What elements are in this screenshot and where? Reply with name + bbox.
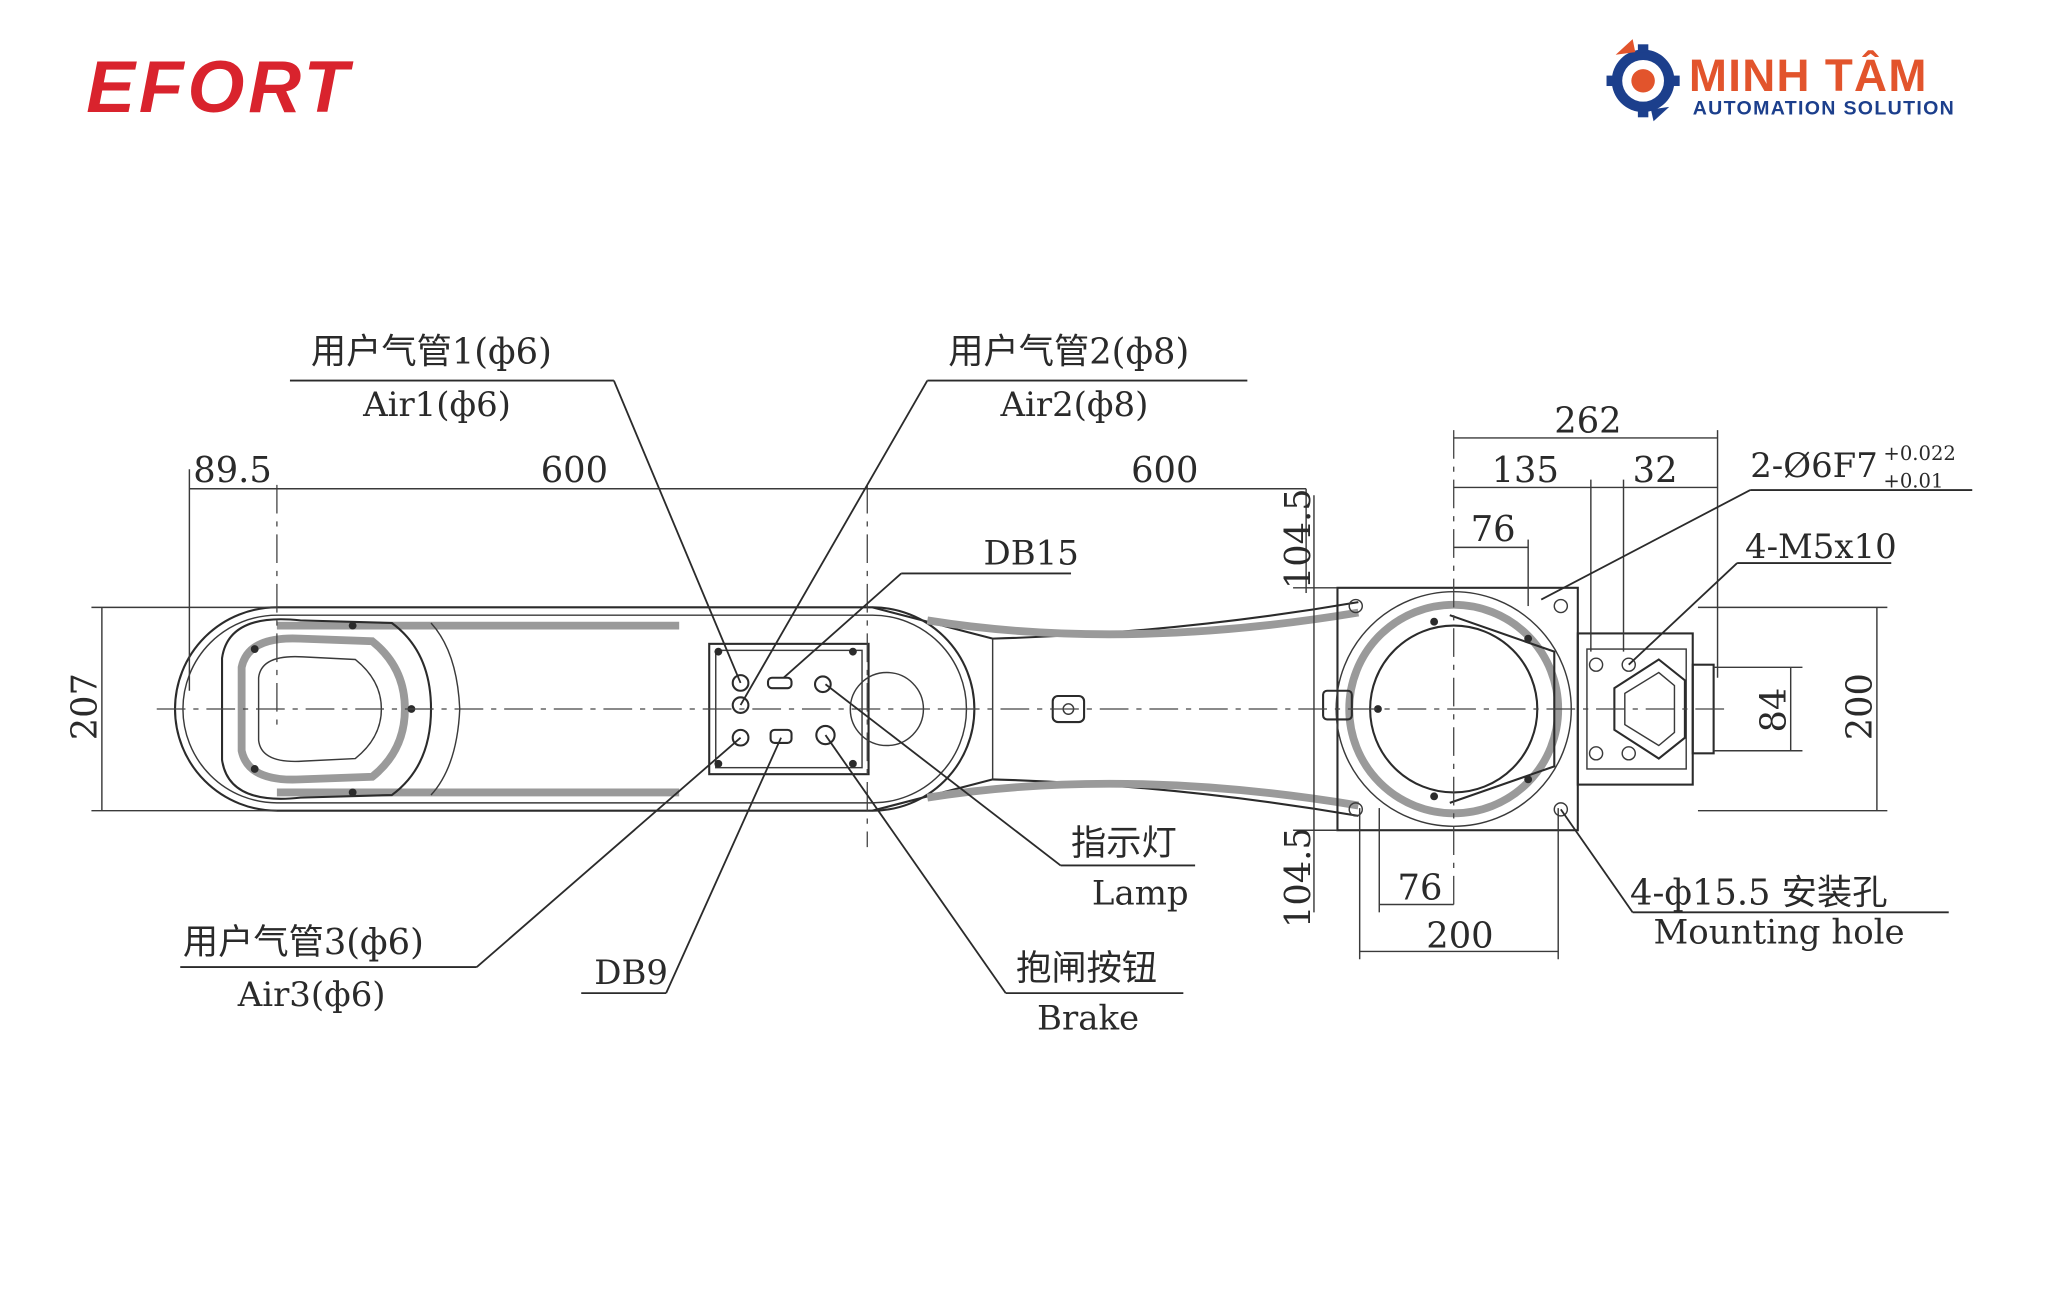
dim-base-76-bottom: 76: [1398, 867, 1443, 908]
dim-base-135: 135: [1492, 450, 1559, 491]
dim-base-104-top: 104.5: [1278, 488, 1319, 589]
dim-arm2-length: 600: [1131, 450, 1198, 491]
dim-base-104-bottom: 104.5: [1278, 827, 1319, 928]
label-air1-en: Air1(ф6): [362, 385, 511, 424]
minhtam-tagline: AUTOMATION SOLUTION: [1693, 98, 1955, 120]
label-brake-cn: 抱闸按钮: [1016, 948, 1157, 989]
label-lamp-cn: 指示灯: [1071, 823, 1177, 864]
dim-arm1-length: 600: [541, 450, 608, 491]
label-brake-en: Brake: [1037, 999, 1139, 1038]
label-air1-cn: 用户气管1(ф6): [311, 332, 552, 373]
label-pin-tol-upper: +0.022: [1883, 442, 1955, 465]
efort-logo: EFORT: [86, 47, 354, 128]
label-air3-en: Air3(ф6): [237, 975, 386, 1014]
dim-base-200-bottom: 200: [1426, 916, 1493, 957]
label-mounting-en: Mounting hole: [1654, 913, 1905, 952]
dim-base-200-right: 200: [1840, 673, 1881, 740]
dim-base-84: 84: [1753, 688, 1794, 733]
dim-base-262: 262: [1554, 401, 1621, 442]
dim-base-76-top: 76: [1471, 509, 1516, 550]
leader-lines: [180, 379, 1973, 995]
label-air3-cn: 用户气管3(ф6): [183, 922, 424, 963]
label-db15: DB15: [984, 533, 1079, 572]
label-pin-hole: 2-Ø6F7: [1750, 446, 1878, 485]
minhtam-logo: MINH TÂM AUTOMATION SOLUTION: [1606, 39, 1955, 122]
center-lines: [156, 430, 1725, 913]
label-lamp-en: Lamp: [1092, 874, 1189, 913]
label-air2-en: Air2(ф8): [999, 385, 1148, 424]
dim-offset-left: 89.5: [193, 450, 272, 491]
label-thread: 4-M5x10: [1745, 527, 1897, 566]
minhtam-name: MINH TÂM: [1689, 49, 1928, 101]
dim-arm-width: 207: [65, 673, 106, 740]
label-mounting-cn: 4-ф15.5 安装孔: [1630, 873, 1887, 914]
air-connector-icons: [731, 674, 836, 747]
gear-icon: [1606, 39, 1680, 122]
dimension-lines: [91, 430, 1888, 960]
efort-logo-text: EFORT: [86, 47, 354, 128]
dim-base-32: 32: [1633, 450, 1678, 491]
label-air2-cn: 用户气管2(ф8): [948, 332, 1189, 373]
label-db9: DB9: [594, 953, 668, 992]
label-pin-tol-lower: +0.01: [1883, 469, 1943, 492]
